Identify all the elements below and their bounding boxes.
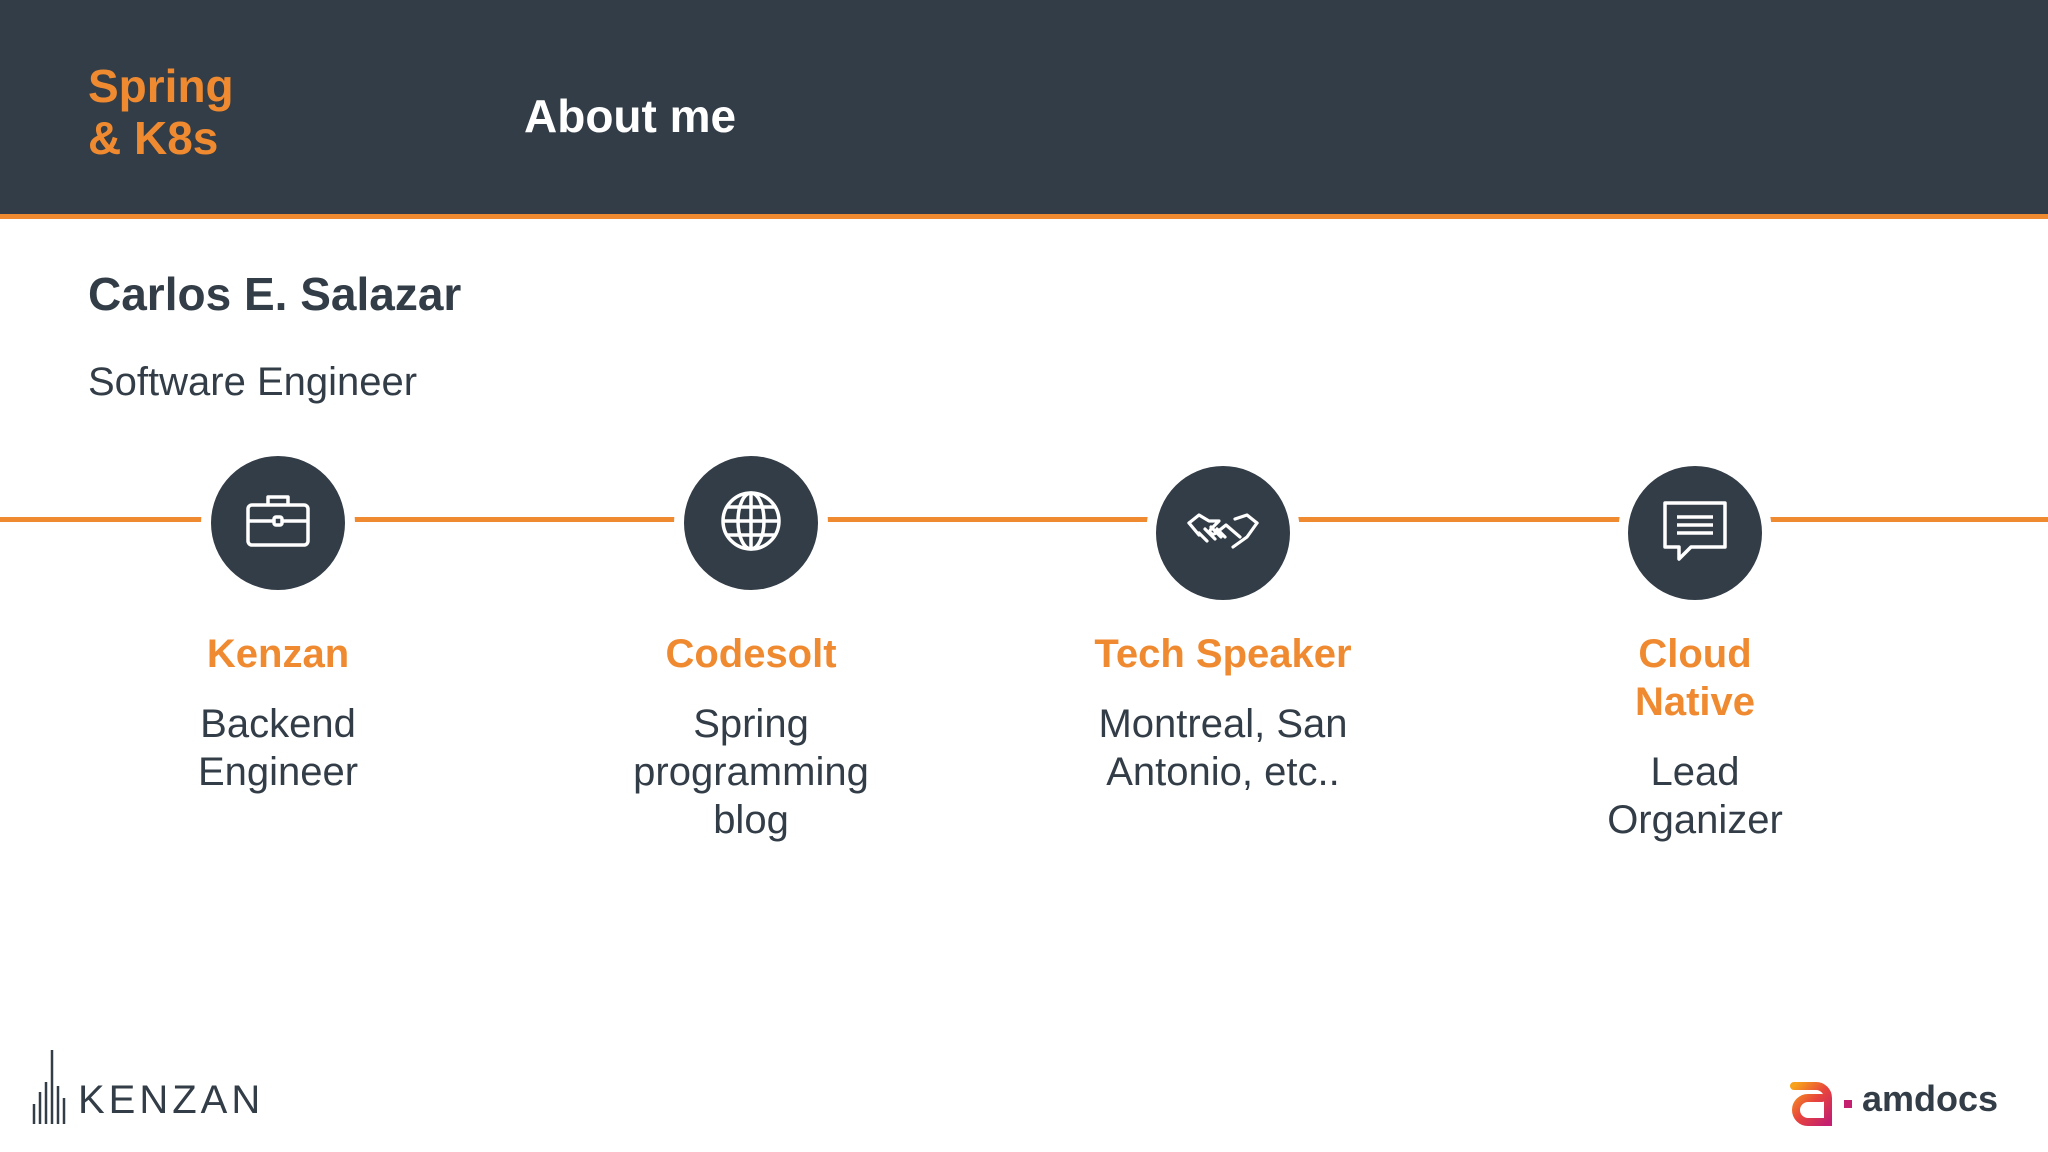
amdocs-mark-icon xyxy=(1790,1082,1852,1126)
brand-line-1: Spring xyxy=(88,60,234,112)
person-role: Software Engineer xyxy=(88,360,418,404)
chat-bubble-icon xyxy=(1657,493,1733,574)
item-description: Lead Organizer xyxy=(1607,750,1783,842)
brand-title: Spring & K8s xyxy=(88,60,234,164)
kenzan-logo: KENZAN xyxy=(30,1048,270,1126)
item-title: Tech Speaker xyxy=(1094,632,1352,676)
timeline-node-1 xyxy=(201,446,355,600)
timeline-item-3: Tech Speaker Montreal, San Antonio, etc.… xyxy=(1073,630,1373,796)
timeline-item-2: Codesolt Spring programming blog xyxy=(601,630,901,844)
amdocs-logo: amdocs xyxy=(1788,1076,2018,1126)
person-name: Carlos E. Salazar xyxy=(88,268,462,320)
globe-icon xyxy=(713,483,789,564)
item-description: Spring programming blog xyxy=(633,702,869,842)
item-title: Cloud Native xyxy=(1634,632,1756,724)
slide-header: Spring & K8s About me xyxy=(0,0,2048,219)
brand-line-2: & K8s xyxy=(88,112,219,164)
amdocs-wordmark: amdocs xyxy=(1862,1078,1999,1119)
handshake-icon xyxy=(1185,493,1261,574)
timeline-node-4 xyxy=(1618,456,1772,610)
briefcase-icon xyxy=(240,483,316,564)
item-description: Backend Engineer xyxy=(197,702,359,794)
timeline-item-1: Kenzan Backend Engineer xyxy=(128,630,428,796)
timeline-line xyxy=(0,517,2048,522)
item-title: Kenzan xyxy=(206,632,350,676)
item-title: Codesolt xyxy=(665,632,837,676)
item-description: Montreal, San Antonio, etc.. xyxy=(1098,702,1348,794)
timeline-node-2 xyxy=(674,446,828,600)
slide-title: About me xyxy=(524,90,737,142)
kenzan-mark-icon xyxy=(32,1050,66,1124)
kenzan-wordmark: KENZAN xyxy=(78,1078,265,1122)
timeline-item-4: Cloud Native Lead Organizer xyxy=(1545,630,1845,844)
timeline-node-3 xyxy=(1146,456,1300,610)
